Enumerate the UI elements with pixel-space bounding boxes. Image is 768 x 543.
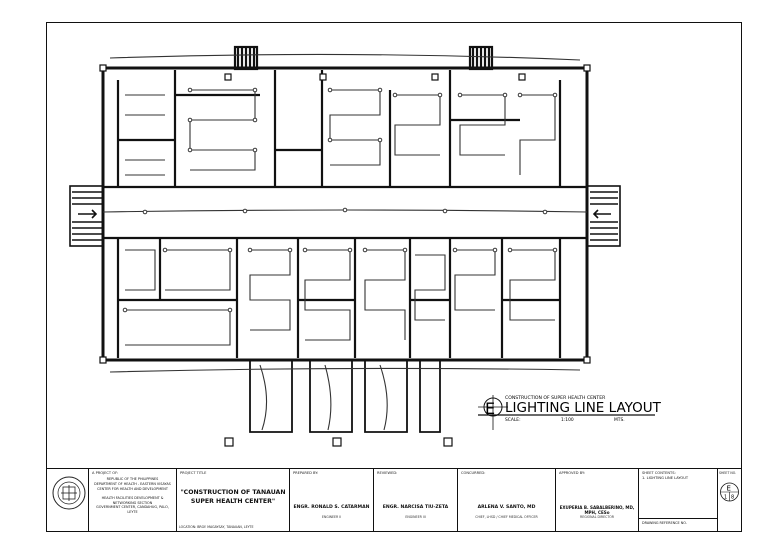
project-of-label: A PROJECT OF: [92,471,119,475]
agency-name: REPUBLIC OF THE PHILIPPINES DEPARTMENT O… [94,477,171,491]
project-title-label: PROJECT TITLE [180,471,207,475]
sheet-contents-label: SHEET CONTENTS: [642,471,676,475]
approved-by-cell: APPROVED BY: EXUPERIA B. SABALBERINO, MD… [556,469,639,532]
project-location: LOCATION: BRGY. MAGAYSAY, TANAUAN, LEYTE [179,525,254,529]
reviewed-label: REVIEWED: [377,471,398,475]
layout-scale-value: 1:100 [561,417,574,423]
project-title: "CONSTRUCTION OF TANAUAN SUPER HEALTH CE… [180,489,286,505]
agency-seal-cell [47,469,89,532]
sheet-total: 8 [731,495,734,501]
prepared-by-cell: PREPARED BY: ENGR. RONALD S. CATARMAN EN… [290,469,374,532]
layout-title-block: E CONSTRUCTION OF SUPER HEALTH CENTER LI… [478,395,662,430]
side-stairs [69,185,621,247]
sheet-number-label: SHEET NO. [719,471,737,475]
division-name: HEALTH FACILITIES DEVELOPMENT & NETWORKI… [96,496,169,515]
agency-seal-icon [52,476,86,510]
layout-title: LIGHTING LINE LAYOUT [505,400,662,416]
drawing-reference-label: DRAWING REFERENCE NO. [642,521,687,525]
sheet-contents-cell: SHEET CONTENTS: 1. LIGHTING LINE LAYOUT … [639,469,718,532]
sheet-letter: E [727,485,731,493]
reviewed-role: ENGINEER III [405,515,426,519]
lighting-floor-plan: E CONSTRUCTION OF SUPER HEALTH CENTER LI… [69,45,662,447]
top-wings [233,45,494,71]
sheet-num: 1 [724,495,727,501]
sheet-number-badge: E 1 8 [720,482,739,502]
sheet-number-cell: SHEET NO. E 1 8 [718,469,741,532]
approved-by-label: APPROVED BY: [559,471,585,475]
concurred-name: ARLENA V. SANTO, MD [477,505,536,510]
wall-columns [99,64,591,447]
interior-partitions [103,70,587,358]
layout-marker-letter: E [485,399,495,418]
reviewed-cell: REVIEWED: ENGR. NARCISA TIU-ZETA ENGINEE… [374,469,458,532]
project-of-cell: A PROJECT OF: REPUBLIC OF THE PHILIPPINE… [89,469,177,532]
layout-unit: MTS. [614,417,625,423]
concurred-label: CONCURRED: [461,471,486,475]
approved-by-name: EXUPERIA B. SABALBERINO, MD, MPH, CESo [559,505,635,516]
light-fixtures [122,87,558,313]
concurred-cell: CONCURRED: ARLENA V. SANTO, MD CHIEF, LH… [458,469,556,532]
front-bays [249,360,441,433]
reviewed-name: ENGR. NARCISA TIU-ZETA [382,505,449,510]
layout-project-caption: CONSTRUCTION OF SUPER HEALTH CENTER [505,395,606,401]
approved-by-role: REGIONAL DIRECTOR [579,515,615,519]
prepared-by-role: ENGINEER II [321,515,342,519]
concurred-role: CHIEF, LHSD / CHIEF MEDICAL OFFICER [475,515,538,519]
title-block: A PROJECT OF: REPUBLIC OF THE PHILIPPINE… [47,468,741,532]
drawing-sheet-border [46,22,742,532]
project-title-cell: PROJECT TITLE "CONSTRUCTION OF TANAUAN S… [177,469,290,532]
prepared-by-name: ENGR. RONALD S. CATARMAN [293,505,370,510]
prepared-by-label: PREPARED BY: [293,471,319,475]
sheet-contents-item: 1. LIGHTING LINE LAYOUT [642,476,689,481]
layout-scale-label: SCALE: [505,417,521,423]
